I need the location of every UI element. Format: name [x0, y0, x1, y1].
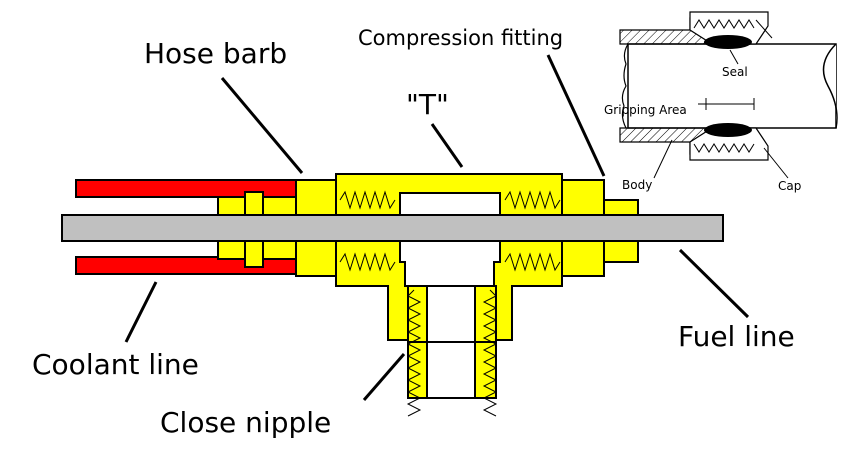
- inset-seal-upper: [704, 35, 752, 49]
- fuel-line-leader: [678, 248, 750, 319]
- fuel-line-label: Fuel line: [678, 320, 795, 353]
- tee-leader: [430, 123, 464, 168]
- inset-cap-label: Cap: [778, 179, 801, 193]
- inset-gripping-area-label: Gripping Area: [604, 103, 687, 117]
- compression-fitting-parts: [561, 179, 639, 277]
- inset-seal-lower: [704, 123, 752, 137]
- coolant-line-label: Coolant line: [32, 348, 199, 381]
- hose-barb-label: Hose barb: [144, 37, 287, 70]
- inset-body-label: Body: [622, 178, 652, 192]
- compression-fitting-inset: [619, 11, 838, 179]
- inset-tube: [627, 43, 837, 129]
- close-nipple: [406, 285, 498, 417]
- compression-fitting-label: Compression fitting: [358, 26, 563, 50]
- close-nipple-leader: [362, 353, 406, 401]
- fuel-line-tube: [61, 214, 724, 242]
- compression-fitting-leader: [546, 54, 606, 177]
- hose-barb-leader: [220, 77, 304, 174]
- coolant-line-leader: [124, 281, 158, 343]
- leader-lines: [124, 54, 750, 401]
- coolant-line-upper-wall: [75, 179, 307, 198]
- close-nipple-label: Close nipple: [160, 406, 331, 439]
- tee-label: "T": [406, 88, 449, 121]
- inset-seal-label: Seal: [722, 65, 748, 79]
